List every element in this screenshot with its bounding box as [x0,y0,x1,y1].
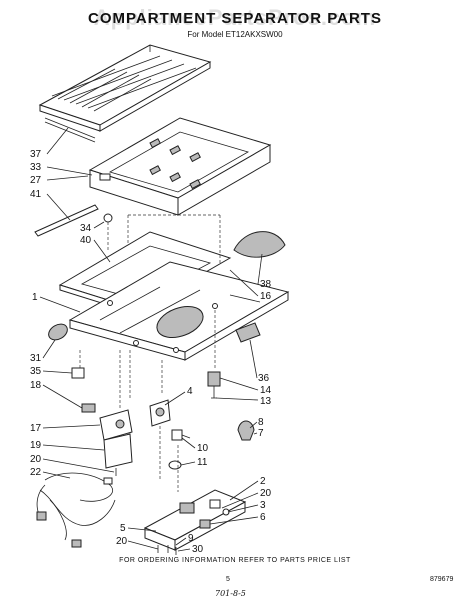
callout-17: 17 [30,423,42,434]
callout-16: 16 [260,291,272,302]
callout-9: 9 [188,533,194,544]
gasket-part [233,231,286,258]
callout-38: 38 [260,279,272,290]
callout-1: 1 [32,292,38,303]
page-number: 5 [226,576,230,583]
callout-31: 31 [30,353,42,364]
callout-22: 22 [30,467,42,478]
callout-10: 10 [197,443,209,454]
callout-7: 7 [258,428,264,439]
model-line: For Model ET12AKXSW00 [187,30,283,39]
callout-8: 8 [258,417,264,428]
callout-37: 37 [30,149,42,160]
ordering-note: FOR ORDERING INFORMATION REFER TO PARTS … [119,557,351,564]
base-bracket-part [143,489,247,555]
callout-13: 13 [260,396,272,407]
knob-31 [48,323,68,341]
watermark: AppliancePartsPros.com [93,5,377,30]
control-parts [71,367,255,492]
screw-34 [103,213,113,250]
handwritten-note: 701-8-5 [215,589,246,598]
separator-tray-part [88,117,272,216]
callout-6: 6 [260,512,266,523]
strip-part [34,204,99,237]
callout-19: 19 [30,440,42,451]
callout-27: 27 [30,175,42,186]
callout-20c: 20 [116,536,128,547]
callout-11: 11 [197,457,208,468]
main-separator-panel [68,261,290,361]
callout-40: 40 [80,235,92,246]
callout-20: 20 [30,454,42,465]
callout-30: 30 [192,544,204,555]
leader-lines [39,127,263,552]
callout-numbers: 37 33 27 41 34 40 1 38 16 31 35 18 17 19… [30,149,272,555]
wiring-harness-part [36,472,116,548]
callout-36: 36 [258,373,270,384]
callout-33: 33 [30,162,42,173]
callout-18: 18 [30,380,42,391]
callout-3: 3 [260,500,266,511]
callout-35: 35 [30,366,42,377]
callout-14: 14 [260,385,272,396]
callout-2: 2 [260,476,266,487]
page-title: COMPARTMENT SEPARATOR PARTS [88,10,382,27]
grille-part [38,44,212,143]
callout-41: 41 [30,189,42,200]
callout-20b: 20 [260,488,272,499]
callout-4: 4 [187,386,193,397]
callout-5: 5 [120,523,126,534]
cover-36 [235,322,261,343]
document-number: 879679 [430,576,454,583]
callout-34: 34 [80,223,92,234]
